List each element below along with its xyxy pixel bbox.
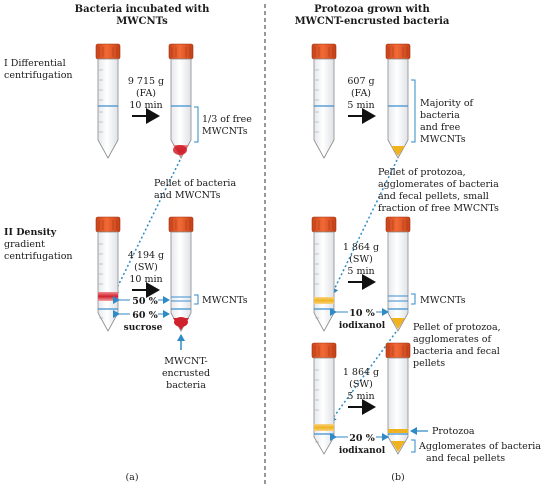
a-encrusted-line2: encrusted [162, 368, 210, 379]
b-iodixanol-2: iodixanol [339, 446, 386, 456]
b-step1-note-line4: MWCNTs [420, 134, 466, 145]
a-step1-note-line2: MWCNTs [202, 126, 248, 137]
tube-b6 [385, 342, 411, 455]
a-step1-speed: 9 715 g [128, 76, 164, 87]
b-grad-10: 10 % [349, 308, 375, 319]
a-step2-speed: 4 194 g [128, 250, 164, 261]
a-step2-time: 10 min [129, 274, 162, 285]
b-step1-note-line1: Majority of [420, 98, 475, 109]
a-pellet-transfer-arrow [112, 159, 181, 297]
b-pellet2-line1: Pellet of protozoa, [413, 322, 501, 333]
b-step1-note-line2: bacteria [420, 110, 460, 121]
a-step1-note-line1: 1/3 of free [202, 114, 252, 125]
tube-a2 [168, 43, 194, 159]
b-step3-speed: 1 864 g [343, 367, 379, 378]
tube-b4 [385, 216, 411, 332]
b-grad-20: 20 % [349, 433, 375, 444]
a-grad-60: 60 % [132, 310, 158, 321]
panel-a-header-line2: MWCNTs [116, 16, 168, 27]
b-agglom-bracket [411, 439, 416, 453]
panel-b-header-line2: MWCNT-encrusted bacteria [295, 16, 450, 27]
b-pellet1-line1: Pellet of protozoa, [378, 167, 466, 178]
b-step1-speed: 607 g [347, 76, 374, 87]
b-mwcnts-label: MWCNTs [420, 295, 466, 306]
step2-label-line3: centrifugation [4, 251, 73, 262]
a-grad-50: 50 % [132, 296, 158, 307]
step2-label-line2: gradient [4, 239, 45, 250]
a-mwcnt-bracket [194, 294, 199, 305]
b-step2-speed: 1 864 g [343, 242, 379, 253]
panel-a-caption: (a) [125, 472, 138, 483]
b-step3-rotor: (SW) [349, 379, 373, 390]
a-encrusted-line3: bacteria [166, 380, 206, 391]
tube-b1 [311, 43, 337, 159]
b-pellet1-line3: and fecal pellets, small [378, 191, 489, 202]
b-pellet1-line2: agglomerates of bacteria [378, 179, 499, 190]
tube-b3 [311, 216, 337, 332]
tube-a3 [95, 216, 121, 332]
b-step3-time: 5 min [347, 391, 374, 402]
b-step1-note-line3: and free [420, 122, 461, 133]
step2-label-line1: II Density [4, 227, 57, 238]
a-step2-rotor: (SW) [134, 262, 158, 273]
a-mwcnts-label: MWCNTs [202, 295, 248, 306]
b-iodixanol-1: iodixanol [339, 321, 386, 331]
b-agglom-line2: and fecal pellets [426, 453, 505, 464]
b-majority-bracket [411, 79, 416, 143]
tube-b5 [311, 342, 337, 455]
a-pellet-line1: Pellet of bacteria [154, 178, 236, 189]
b-step2-rotor: (SW) [349, 254, 373, 265]
a-step1-rotor: (FA) [136, 88, 156, 99]
tube-a1 [95, 43, 121, 159]
step1-label-line1: I Differential [4, 58, 66, 69]
a-encrusted-line1: MWCNT- [164, 356, 207, 367]
b-step1-rotor: (FA) [351, 88, 371, 99]
b-pellet2-transfer-arrow [329, 331, 397, 423]
panel-b-caption: (b) [391, 472, 405, 483]
b-step1-time: 5 min [347, 100, 374, 111]
a-sucrose: sucrose [124, 323, 163, 333]
a-step1-time: 10 min [129, 100, 162, 111]
step1-label-line2: centrifugation [4, 70, 73, 81]
a-pellet-line2: and MWCNTs [154, 190, 221, 201]
b-pellet2-line3: bacteria and fecal [413, 346, 500, 357]
a-free-mwcnt-bracket [194, 106, 199, 143]
b-mwcnt-bracket [411, 293, 416, 305]
b-pellet2-line2: agglomerates of [413, 334, 492, 345]
b-agglom-line1: Agglomerates of bacteria [418, 441, 541, 452]
b-protozoa-label: Protozoa [432, 426, 475, 437]
b-pellet2-line4: pellets [413, 358, 445, 369]
b-step2-time: 5 min [347, 266, 374, 277]
b-pellet1-line4: fraction of free MWCNTs [378, 203, 499, 214]
panel-a-header-line1: Bacteria incubated with [75, 4, 210, 15]
tube-a4 [168, 216, 194, 332]
tube-b2 [385, 43, 411, 159]
panel-b-header-line1: Protozoa grown with [314, 4, 430, 15]
